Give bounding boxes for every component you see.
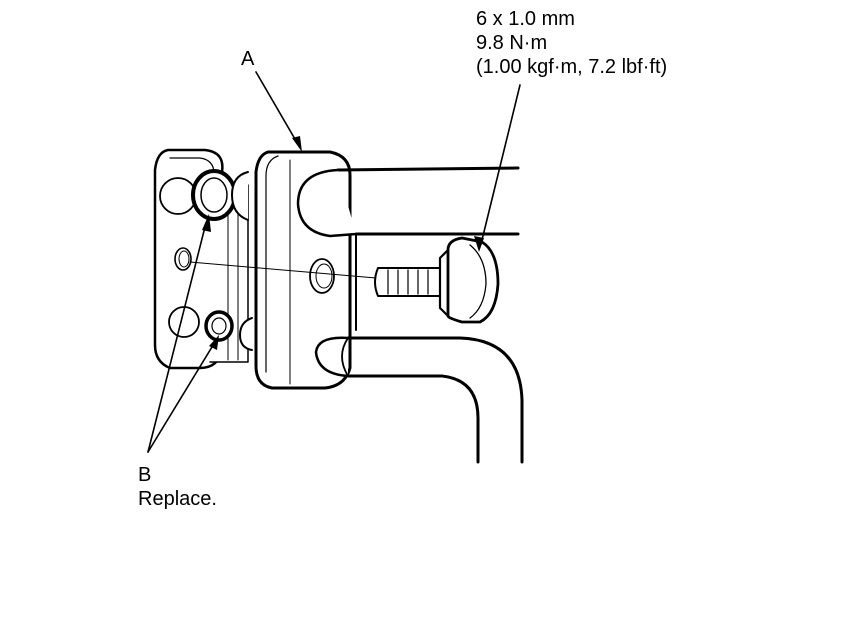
callout-b-note: Replace. (138, 488, 217, 510)
leader-line-bolt (474, 84, 521, 252)
upper-pipe (296, 166, 520, 331)
leader-lines-b (147, 214, 219, 453)
leader-line-a (255, 71, 302, 152)
bolt (374, 236, 500, 324)
bolt-torque-alt-label: (1.00 kgf·m, 7.2 lbf·ft) (476, 56, 668, 78)
bolt-size-label: 6 x 1.0 mm (476, 8, 575, 30)
pipe-stubs (231, 171, 253, 351)
o-ring-lower (204, 310, 234, 342)
lower-pipe (314, 336, 524, 464)
o-ring-upper (191, 169, 237, 221)
bolt-centerline (189, 261, 377, 279)
bolt-torque-label: 9.8 N·m (476, 32, 548, 54)
callout-b-label: B (138, 464, 152, 486)
callout-a-label: A (241, 48, 255, 70)
